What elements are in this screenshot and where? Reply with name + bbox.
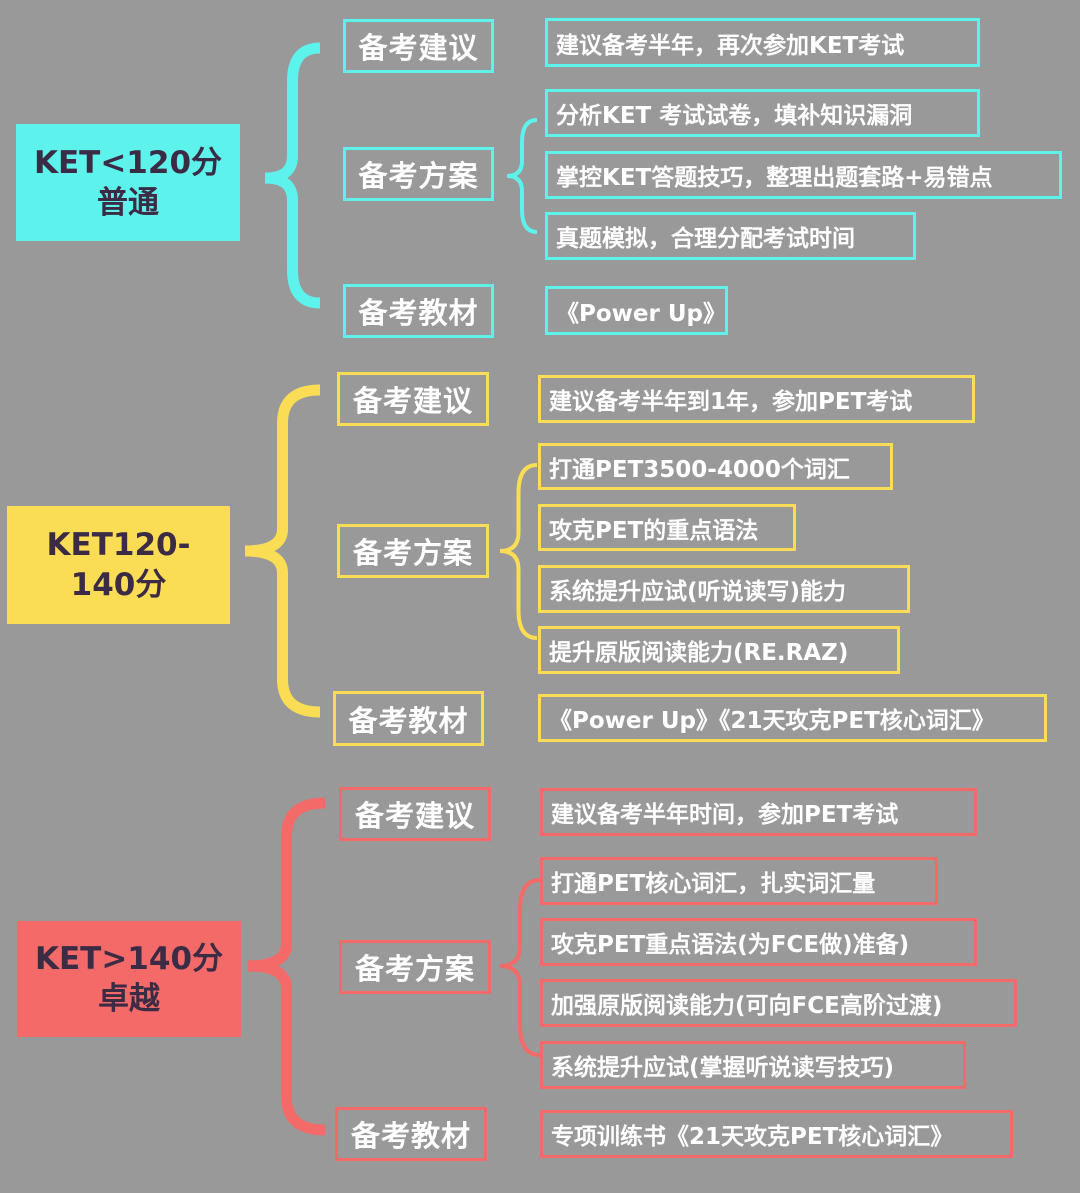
root-text-line: 卓越 <box>98 981 160 1017</box>
root-text-line: KET120- <box>46 527 191 563</box>
plan-brace <box>499 878 541 1057</box>
main-brace <box>264 42 321 309</box>
suggestion-item: 建议备考半年时间，参加PET考试 <box>540 788 977 836</box>
plan-item: 提升原版阅读能力(RE.RAZ) <box>538 626 900 674</box>
material-item: 《Power Up》 <box>545 286 728 335</box>
material-label: 备考教材 <box>333 691 484 746</box>
plan-item: 真题模拟，合理分配考试时间 <box>545 212 916 260</box>
plan-item: 加强原版阅读能力(可向FCE高阶过渡) <box>540 979 1017 1027</box>
root-text-line: 140分 <box>70 567 167 603</box>
root-node: KET120- 140分 <box>7 506 230 624</box>
root-node: KET>140分卓越 <box>17 921 241 1037</box>
material-item: 专项训练书《21天攻克PET核心词汇》 <box>540 1110 1013 1158</box>
material-label: 备考教材 <box>335 1107 487 1161</box>
plan-brace <box>506 118 538 234</box>
suggestion-item: 建议备考半年，再次参加KET考试 <box>545 18 980 67</box>
root-text-line: KET>140分 <box>34 941 224 977</box>
plan-item: 分析KET 考试试卷，填补知识漏洞 <box>545 89 980 137</box>
material-item: 《Power Up》《21天攻克PET核心词汇》 <box>538 694 1047 742</box>
root-text-line: 普通 <box>97 184 159 221</box>
plan-item: 系统提升应试(掌握听说读写技巧) <box>540 1041 966 1089</box>
main-brace <box>247 797 326 1136</box>
plan-item: 系统提升应试(听说读写)能力 <box>538 565 910 613</box>
plan-label: 备考方案 <box>337 524 489 578</box>
plan-label: 备考方案 <box>343 147 494 201</box>
root-text-line: KET<120分 <box>33 144 223 181</box>
plan-brace <box>499 463 538 640</box>
root-node: KET<120分普通 <box>16 124 240 241</box>
suggestion-label: 备考建议 <box>337 372 489 426</box>
main-brace <box>244 384 321 718</box>
plan-item: 攻克PET的重点语法 <box>538 504 796 551</box>
suggestion-label: 备考建议 <box>339 787 491 841</box>
plan-item: 掌控KET答题技巧，整理出题套路+易错点 <box>545 151 1062 199</box>
suggestion-item: 建议备考半年到1年，参加PET考试 <box>538 375 975 423</box>
plan-label: 备考方案 <box>339 940 491 994</box>
suggestion-label: 备考建议 <box>343 19 494 73</box>
plan-item: 攻克PET重点语法(为FCE做)准备) <box>540 918 977 966</box>
material-label: 备考教材 <box>343 284 494 338</box>
plan-item: 打通PET核心词汇，扎实词汇量 <box>540 857 938 905</box>
plan-item: 打通PET3500-4000个词汇 <box>538 443 893 490</box>
